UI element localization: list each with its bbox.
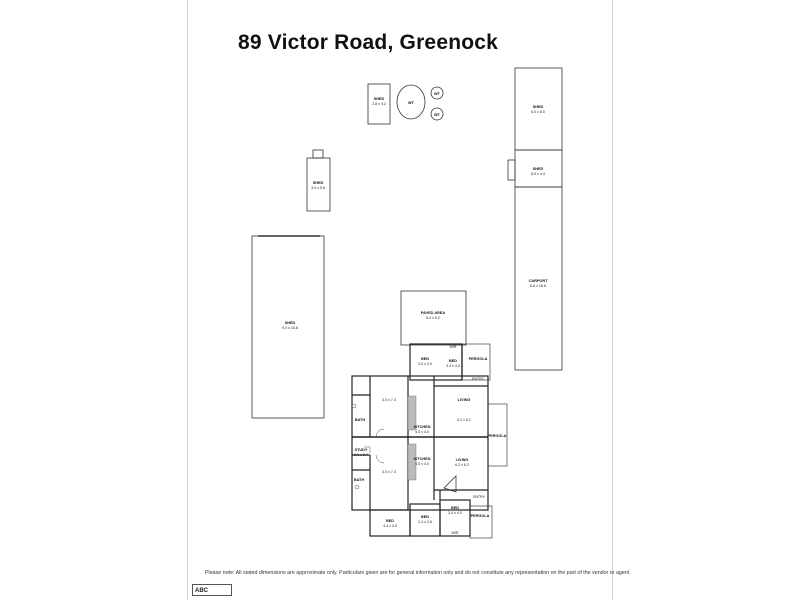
carport-dim: 6.6 x 18.6 <box>530 284 546 288</box>
shed-left-small-label: SHED <box>313 181 324 185</box>
pergola-1-label: PERGOLA <box>469 357 488 361</box>
shed-right-top-dim: 6.0 x 8.0 <box>531 110 545 114</box>
bath-2-label: BATH <box>354 478 365 482</box>
study-label: STUDY <box>355 448 368 452</box>
water-tank-large-label: WT <box>408 101 415 105</box>
room-lower-left-dim: 3.4 x 7.4 <box>382 470 396 474</box>
bath-1-label: BATH <box>355 418 366 422</box>
shed-right-mid-label: SHED <box>533 167 544 171</box>
bed-3-dim: 4.4 x 3.0 <box>383 524 397 528</box>
shed-top-dim: 2.8 x 4.2 <box>372 102 386 106</box>
bed-4-label: BED <box>421 515 429 519</box>
bed-1-dim: 3.0 x 3.0 <box>418 362 432 366</box>
kitchen-1-dim: 4.0 x 4.0 <box>415 430 429 434</box>
bed-2-dim: 3.4 x 4.0 <box>446 364 460 368</box>
water-tank-small-2 <box>430 107 444 121</box>
carport-label: CARPORT <box>529 279 548 283</box>
study-dim: 2.0 x 2.4 <box>354 453 368 457</box>
bed-4-dim: 2.4 x 2.8 <box>418 520 432 524</box>
kitchen-2-dim: 4.0 x 4.0 <box>415 462 429 466</box>
floorplan-sheet <box>187 0 613 600</box>
bed-3-label: BED <box>386 519 394 523</box>
kitchen-1-label: KITCHEN <box>414 425 431 429</box>
shed-right-top <box>514 67 563 151</box>
paved-area-label: PAVED AREA <box>421 311 445 315</box>
bed-1-label: BED <box>421 357 429 361</box>
carport <box>514 186 563 371</box>
living-1-label: LIVING <box>458 398 471 402</box>
living-2-label: LIVING <box>456 458 469 462</box>
bed-2-label: BED <box>449 359 457 363</box>
shed-right-top-label: SHED <box>533 105 544 109</box>
house-plan <box>351 343 508 539</box>
shed-large-label: SHED <box>285 321 296 325</box>
shed-left-small-dim: 3.0 x 5.8 <box>311 186 325 190</box>
entry-1-label: ENTRY <box>472 377 485 381</box>
bed-5-dim: 3.4 x 4.0 <box>448 511 462 515</box>
water-tank-small-1-label: WT <box>434 92 441 96</box>
wir-1-label: WIR <box>450 345 457 349</box>
living-1-dim: 6.2 x 5.2 <box>457 418 471 422</box>
living-2-dim: 6.2 x 6.2 <box>455 463 469 467</box>
water-tank-small-2-label: WT <box>434 113 441 117</box>
water-tank-small-1 <box>430 86 444 100</box>
agency-logo: ABC <box>192 584 232 596</box>
room-upper-left-dim: 3.4 x 7.4 <box>382 398 396 402</box>
shed-right-mid-dim: 6.0 x 4.4 <box>531 172 545 176</box>
paved-area-dim: 8.4 x 5.2 <box>426 316 440 320</box>
water-tank-large <box>396 84 426 120</box>
paved-area <box>400 290 467 346</box>
shed-top-label: SHED <box>374 97 385 101</box>
shed-large-dim: 9.0 x 18.6 <box>282 326 298 330</box>
pergola-3-label: PERGOLA <box>471 514 490 518</box>
kitchen-2-label: KITCHEN <box>414 457 431 461</box>
pergola-2-label: PERGOLA <box>488 434 507 438</box>
disclaimer-text: Please note: All stated dimensions are a… <box>205 570 631 576</box>
wir-2-label: WIR <box>452 531 459 535</box>
shed-top <box>367 83 391 125</box>
entry-2-label: ENTRY <box>473 495 486 499</box>
bed-5-label: BED <box>451 506 459 510</box>
property-title: 89 Victor Road, Greenock <box>238 31 499 54</box>
